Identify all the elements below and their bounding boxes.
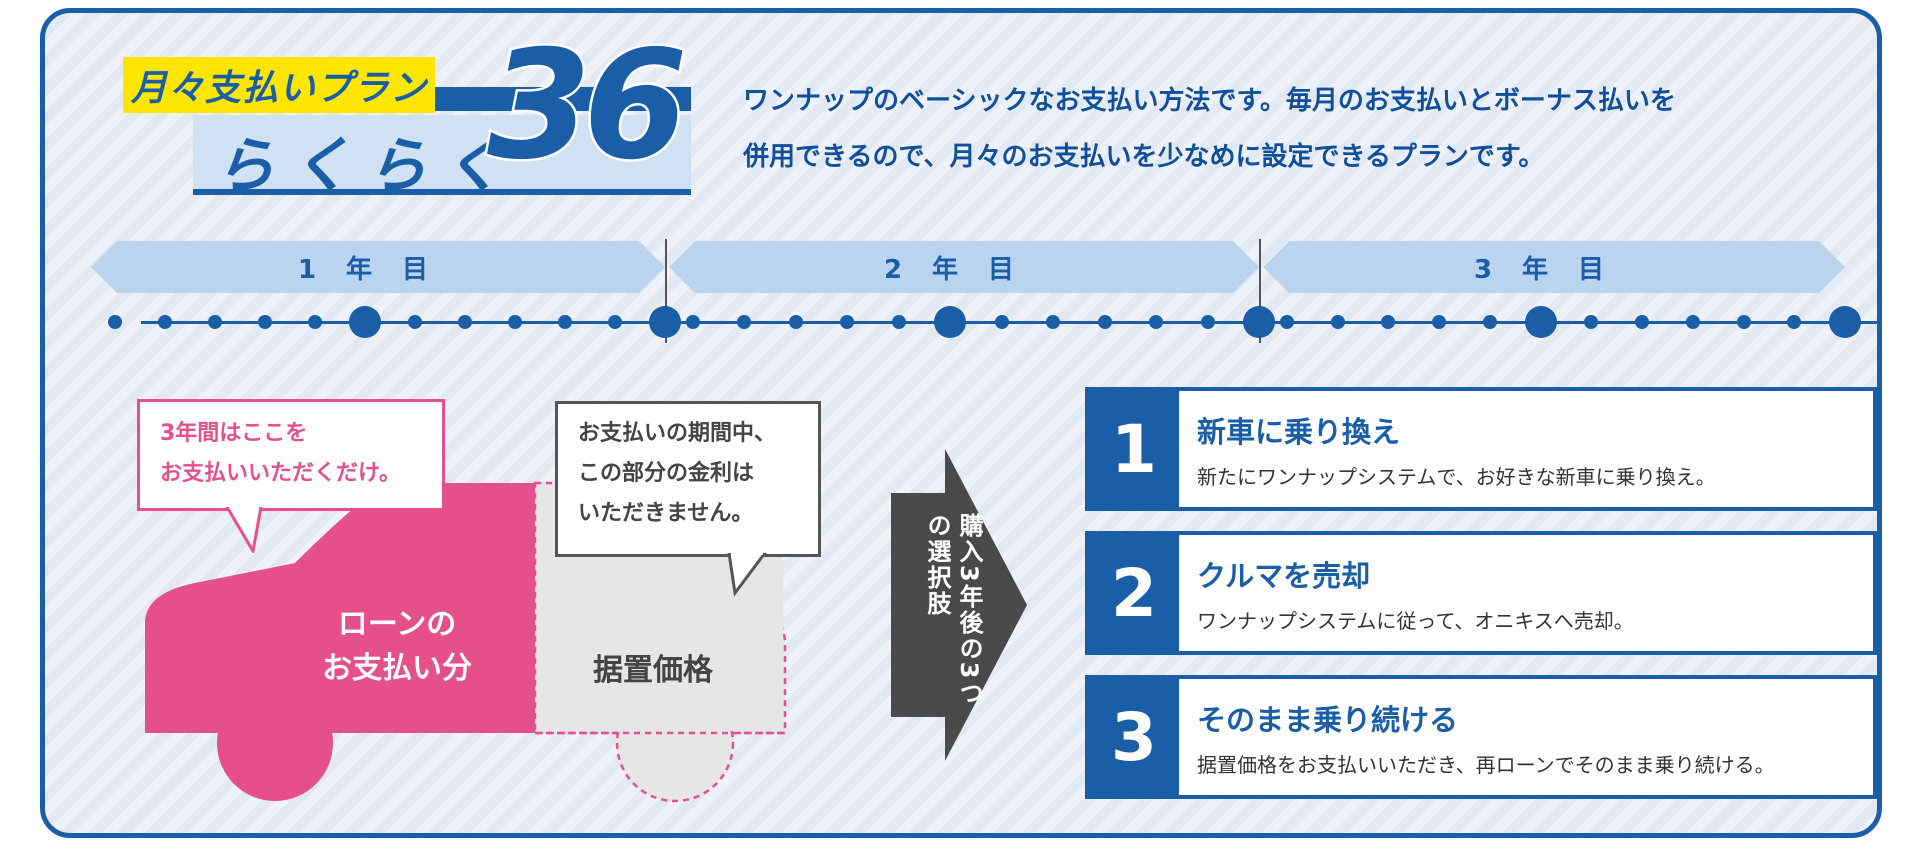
intro-line-2: 併用できるので、月々のお支払いを少なめに設定できるプランです。: [743, 142, 1545, 172]
logo-panel: [193, 115, 691, 195]
option-title-3: そのまま乗り続ける: [1197, 703, 1459, 737]
timeline-dot: [1381, 315, 1396, 329]
timeline-line: [141, 321, 1877, 324]
timeline-dot: [1787, 315, 1802, 329]
year-bar-2: 2年目: [669, 241, 1259, 293]
timeline-milestone-dot: [934, 306, 967, 338]
timeline-dot: [1200, 315, 1215, 329]
bubble-gray-line-2: この部分の金利は: [578, 461, 755, 486]
bubble-pink-line-2: お支払いいただくだけ。: [160, 461, 401, 486]
timeline-dot: [1149, 315, 1164, 329]
bubble-gray-line-3: いただきません。: [578, 501, 754, 526]
timeline-milestone-dot: [649, 306, 681, 338]
timeline-dot: [458, 315, 472, 329]
option-desc-3: 据置価格をお支払いいただき、再ローンでそのまま乗り続ける。: [1197, 753, 1775, 777]
logo-subtitle: らくらく: [215, 131, 519, 201]
timeline-dot: [1584, 315, 1599, 329]
loan-label-line-1: ローンの: [337, 607, 457, 642]
timeline-milestone-dot: [1829, 306, 1861, 338]
loan-label: ローンの お支払い分: [267, 603, 527, 691]
year-label-2: 2年目: [883, 254, 1045, 285]
option-card-3: 3 そのまま乗り続ける 据置価格をお支払いいただき、再ローンでそのまま乗り続ける…: [1085, 675, 1877, 799]
timeline-dot: [158, 315, 172, 329]
timeline-dot: [558, 315, 572, 329]
loan-label-line-2: お支払い分: [322, 651, 472, 686]
option-desc-1: 新たにワンナップシステムで、お好きな新車に乗り換え。: [1197, 465, 1716, 489]
timeline-dot: [1482, 315, 1497, 329]
timeline-dot: [508, 315, 522, 329]
year-divider: [665, 239, 667, 343]
bubble-pink-line-1: 3年間はここを: [160, 421, 308, 446]
option-number-3: 3: [1089, 679, 1179, 795]
logo-plan-name: 月々支払いプラン: [123, 57, 436, 113]
big-arrow-icon: [891, 449, 1027, 761]
timeline-dot: [1046, 315, 1061, 329]
timeline-dot: [840, 315, 855, 329]
year-label-3: 3年目: [1473, 254, 1635, 285]
year-label-1: 1年目: [297, 254, 459, 285]
speech-bubble-gray: お支払いの期間中、 この部分の金利は いただきません。: [555, 401, 821, 557]
timeline-dot: [1736, 315, 1751, 329]
diagram-frame: 月々支払いプラン らくらく 36 ワンナップのベーシックなお支払い方法です。毎月…: [40, 8, 1882, 838]
timeline-dot: [737, 315, 752, 329]
logo-number: 36: [485, 19, 691, 193]
timeline-dot: [608, 315, 622, 329]
timeline-dot: [208, 315, 222, 329]
year-divider: [1259, 239, 1261, 343]
speech-bubble-pink: 3年間はここを お支払いいただくだけ。: [137, 399, 445, 511]
year-bar-3: 3年目: [1263, 241, 1845, 293]
timeline-milestone-dot: [1243, 306, 1275, 338]
deferred-price-label: 据置価格: [593, 653, 713, 688]
timeline-dot: [686, 315, 700, 329]
option-number-1: 1: [1089, 391, 1179, 507]
option-title-2: クルマを売却: [1197, 559, 1371, 593]
bubble-gray-line-1: お支払いの期間中、: [578, 421, 777, 446]
timeline-dot: [994, 315, 1009, 329]
car-loan-section: [145, 483, 535, 733]
timeline-milestone-dot: [1524, 306, 1557, 338]
timeline-milestone-dot: [349, 306, 381, 338]
timeline-dot: [1280, 315, 1294, 329]
option-desc-2: ワンナップシステムに従って、オニキスへ売却。: [1197, 609, 1634, 633]
timeline-dot: [258, 315, 272, 329]
timeline-dot: [408, 315, 422, 329]
timeline-dot: [1330, 315, 1345, 329]
timeline-dot: [1635, 315, 1650, 329]
option-title-1: 新車に乗り換え: [1197, 415, 1401, 449]
timeline-dot: [1432, 315, 1447, 329]
bubble-gray-tail: [727, 553, 767, 597]
timeline-dot: [1097, 315, 1112, 329]
car-front-wheel: [217, 685, 333, 801]
arrow-label: 購入3年後の3つの選択肢: [923, 513, 983, 707]
option-card-1: 1 新車に乗り換え 新たにワンナップシステムで、お好きな新車に乗り換え。: [1085, 387, 1877, 511]
timeline-dot: [788, 315, 803, 329]
option-number-2: 2: [1089, 535, 1179, 651]
timeline-dot: [108, 315, 122, 329]
timeline-dot: [1685, 315, 1700, 329]
intro-text: ワンナップのベーシックなお支払い方法です。毎月のお支払いとボーナス払いを 併用で…: [743, 73, 1877, 185]
intro-line-1: ワンナップのベーシックなお支払い方法です。毎月のお支払いとボーナス払いを: [743, 86, 1676, 116]
year-bar-1: 1年目: [91, 241, 665, 293]
bubble-pink-tail: [225, 507, 263, 553]
timeline-dot: [891, 315, 906, 329]
timeline-dot: [308, 315, 322, 329]
option-card-2: 2 クルマを売却 ワンナップシステムに従って、オニキスへ売却。: [1085, 531, 1877, 655]
